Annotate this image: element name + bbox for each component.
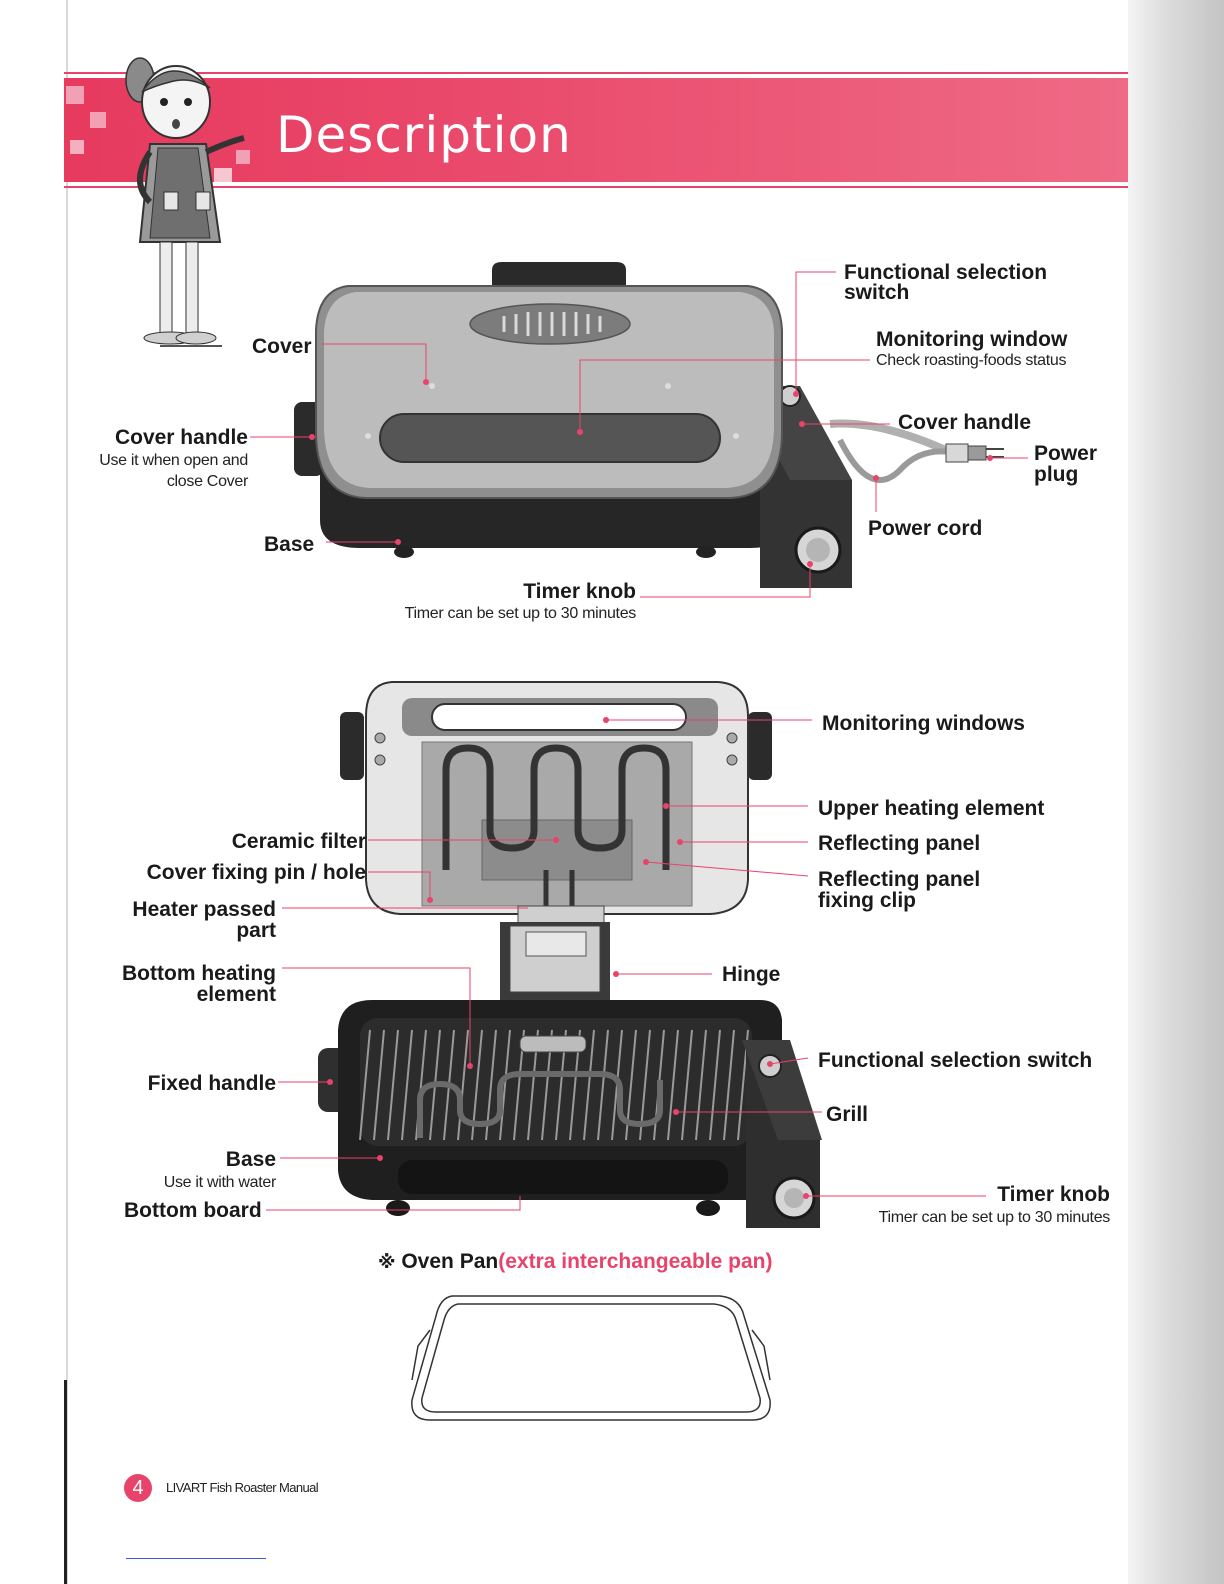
label-heater-passed-2: part [236, 919, 276, 942]
label-grill: Grill [826, 1103, 869, 1126]
oven-pan-label: Oven Pan [401, 1250, 499, 1273]
header-rule-top [64, 72, 1128, 74]
label-cover: Cover [252, 335, 312, 358]
label-cover-pin: Cover fixing pin / hole [146, 861, 366, 884]
label-reflecting-panel: Reflecting panel [818, 832, 981, 855]
label-functional-switch: Functional selection switch [818, 1049, 1093, 1072]
label-cover-handle-right: Cover handle [898, 411, 1032, 434]
label-reflecting-clip-2: fixing clip [818, 889, 917, 912]
label-timer-knob-open: Timer knob [997, 1183, 1110, 1206]
label-bottom-heating-2: element [196, 983, 276, 1006]
label-upper-heating: Upper heating element [818, 797, 1045, 820]
label-timer-knob: Timer knob [523, 580, 636, 603]
page-title: Description [276, 106, 572, 164]
label-power-plug-1: Power [1034, 442, 1098, 465]
note-cover-handle-2: close Cover [166, 473, 248, 490]
page-number-badge: 4 [124, 1474, 152, 1502]
label-heater-passed-1: Heater passed [132, 898, 276, 921]
leader-lines-top [250, 271, 1028, 598]
footer-rule [126, 1558, 266, 1559]
note-timer-knob: Timer can be set up to 30 minutes [404, 605, 637, 622]
label-reflecting-clip-1: Reflecting panel [818, 868, 981, 891]
label-power-plug-2: plug [1034, 463, 1079, 486]
footer-manual-title: LIVART Fish Roaster Manual [166, 1480, 319, 1495]
label-bottom-board: Bottom board [124, 1199, 262, 1222]
label-monitoring-window: Monitoring window [876, 328, 1068, 351]
label-fixed-handle: Fixed handle [147, 1072, 276, 1095]
label-functional-switch-1: Functional selection [844, 261, 1048, 284]
binding-shadow [1128, 0, 1224, 1584]
closed-roaster-illustration [294, 262, 1004, 588]
label-functional-switch-2: switch [844, 281, 910, 304]
pixel-decoration [236, 150, 250, 164]
oven-pan-note: (extra interchangeable pan) [498, 1250, 773, 1273]
note-base-open: Use it with water [163, 1174, 277, 1191]
leader-dots-open [327, 717, 809, 1199]
girl-mascot-icon [125, 57, 245, 347]
oven-pan-illustration [411, 1295, 771, 1421]
vent-slits [502, 312, 602, 336]
leader-dots-top [309, 379, 993, 567]
label-monitoring-windows: Monitoring windows [822, 712, 1025, 735]
label-base-open: Base [225, 1148, 276, 1171]
note-timer-knob-open: Timer can be set up to 30 minutes [878, 1209, 1111, 1226]
pixel-decoration [214, 168, 232, 186]
pixel-decoration [70, 140, 84, 154]
label-power-cord: Power cord [868, 517, 983, 540]
label-cover-handle: Cover handle [114, 426, 248, 449]
page-edge-dark [64, 1380, 67, 1584]
pixel-decoration [66, 86, 84, 104]
reference-mark: ※ [378, 1252, 396, 1273]
page-edge [66, 0, 68, 1584]
label-bottom-heating-1: Bottom heating [122, 962, 276, 985]
label-base: Base [264, 533, 315, 556]
pixel-decoration [90, 112, 106, 128]
leader-lines-open [266, 719, 986, 1211]
header-rule-bottom [64, 186, 1128, 188]
header-band [64, 78, 1128, 182]
note-monitoring-window: Check roasting-foods status [876, 352, 1067, 369]
label-hinge: Hinge [722, 963, 781, 986]
note-cover-handle-1: Use it when open and [99, 452, 248, 469]
open-roaster-illustration [318, 681, 822, 1228]
oven-pan-caption: ※ Oven Pan(extra interchangeable pan) [378, 1251, 772, 1274]
label-ceramic-filter: Ceramic filter [231, 830, 366, 853]
